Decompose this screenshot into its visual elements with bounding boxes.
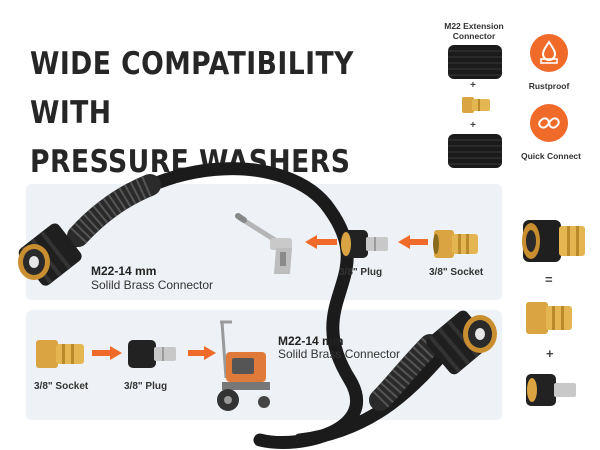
- socket-icon-top: [433, 230, 478, 258]
- arrow-left-2: [398, 235, 428, 249]
- rustproof-label: Rustproof: [528, 81, 570, 91]
- arrow-right-1: [92, 346, 122, 360]
- socket-icon-bottom: [36, 340, 84, 368]
- arrow-left-1: [305, 235, 337, 249]
- extension-title-line2: Connector: [452, 31, 496, 41]
- equals-sign: =: [545, 272, 553, 287]
- spring-guard-top: [67, 174, 161, 247]
- plus-sign-2: +: [470, 120, 476, 131]
- bottom-connector-desc: Solild Brass Connector: [278, 347, 401, 361]
- quick-connect-label: Quick Connect: [521, 151, 581, 161]
- top-plug-label: 3/8" Plug: [339, 267, 383, 278]
- spring-guard-bottom: [369, 334, 441, 411]
- bottom-connector-size: M22-14 mm: [278, 334, 344, 348]
- top-socket-label: 3/8" Socket: [429, 267, 484, 278]
- pressure-washer-icon: [217, 320, 270, 411]
- hose-coil-icon-top: [448, 45, 502, 79]
- headline: WIDE COMPATIBILITY WITH PRESSURE WASHERS: [30, 40, 374, 187]
- spray-gun-icon: [235, 213, 292, 274]
- top-connector-desc: Solild Brass Connector: [91, 278, 214, 292]
- quick-connect-badge: [530, 104, 568, 142]
- bottom-plug-label: 3/8" Plug: [124, 381, 168, 392]
- plug-icon-right: [526, 374, 576, 406]
- brass-adapter-icon: [462, 97, 490, 113]
- plug-icon-bottom: [128, 340, 176, 368]
- plug-icon-top: [341, 230, 388, 258]
- plus-sign-1: +: [470, 80, 476, 91]
- bottom-socket-label: 3/8" Socket: [34, 381, 89, 392]
- extension-title: M22 Extension Connector: [428, 21, 520, 41]
- extension-title-line1: M22 Extension: [444, 21, 504, 31]
- assembled-connector-icon: [522, 220, 585, 262]
- headline-line1: WIDE COMPATIBILITY WITH: [30, 46, 354, 131]
- m22-connector-bottom: [426, 310, 497, 375]
- quick-connect-icon: [538, 117, 560, 129]
- m22-connector-top: [18, 223, 82, 286]
- rustproof-badge: [530, 34, 568, 72]
- brass-socket-icon: [526, 302, 572, 334]
- hose-coil-icon-bottom: [448, 134, 502, 168]
- top-connector-size: M22-14 mm: [91, 264, 157, 278]
- plus-sign-right: +: [546, 346, 554, 361]
- arrow-right-2: [188, 346, 216, 360]
- rustproof-icon: [540, 40, 558, 64]
